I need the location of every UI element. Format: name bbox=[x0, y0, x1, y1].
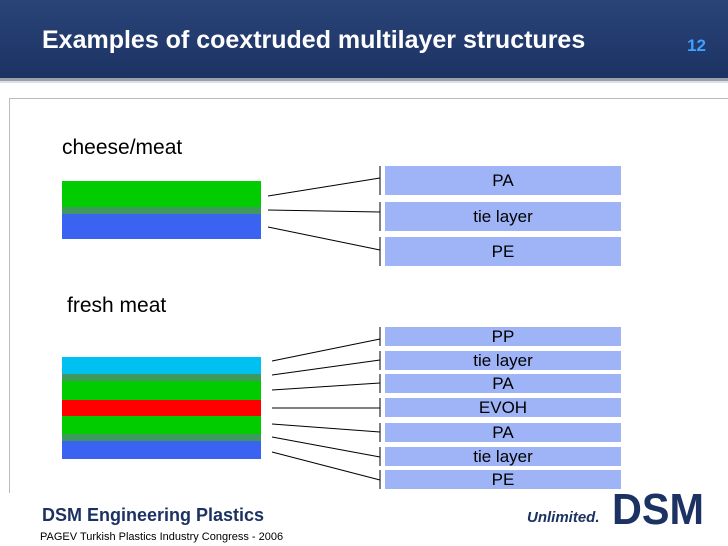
company-name: DSM Engineering Plastics bbox=[42, 505, 265, 525]
slide-title: Examples of coextruded multilayer struct… bbox=[42, 26, 586, 54]
layer-label-pa: PA bbox=[385, 166, 621, 195]
film-layer-pe bbox=[62, 441, 261, 459]
leader-line bbox=[271, 359, 381, 376]
layer-label-evoh: EVOH bbox=[385, 398, 621, 417]
leader-line bbox=[271, 451, 381, 481]
leader-line bbox=[271, 423, 381, 433]
layer-label-pe: PE bbox=[385, 470, 621, 489]
header-divider bbox=[0, 78, 728, 81]
section-label-fresh-meat: fresh meat bbox=[67, 294, 167, 317]
layer-label-tie: tie layer bbox=[385, 202, 621, 231]
leader-line bbox=[267, 226, 381, 251]
event-caption: PAGEV Turkish Plastics Industry Congress… bbox=[40, 531, 284, 543]
leader-line bbox=[271, 338, 381, 362]
film-layer-pa bbox=[62, 416, 261, 434]
film-layer-pa bbox=[62, 181, 261, 207]
brand-tagline: Unlimited. bbox=[527, 509, 600, 526]
layer-label-pp: PP bbox=[385, 327, 621, 346]
leader-line bbox=[271, 436, 381, 458]
layer-label-tie: tie layer bbox=[385, 447, 621, 466]
layer-label-tie: tie layer bbox=[385, 351, 621, 370]
film-layer-tie bbox=[62, 434, 261, 441]
film-layer-tie bbox=[62, 207, 261, 214]
slide-number: 12 bbox=[687, 36, 706, 55]
dsm-logo: DSM bbox=[611, 485, 705, 534]
film-layer-pa bbox=[62, 381, 261, 400]
leader-line bbox=[267, 177, 381, 197]
layer-label-pa: PA bbox=[385, 423, 621, 442]
content-frame bbox=[9, 98, 728, 493]
film-layer-pp bbox=[62, 357, 261, 374]
leader-line bbox=[271, 382, 381, 391]
section-label-cheese-meat: cheese/meat bbox=[62, 136, 183, 159]
logo-text: DSM bbox=[612, 487, 704, 527]
layer-label-pa: PA bbox=[385, 374, 621, 393]
layer-label-pe: PE bbox=[385, 237, 621, 266]
film-layer-tie bbox=[62, 374, 261, 381]
leader-line bbox=[267, 209, 381, 213]
film-layer-pe bbox=[62, 214, 261, 239]
slide-header: Examples of coextruded multilayer struct… bbox=[0, 0, 728, 78]
film-layer-evoh bbox=[62, 400, 261, 416]
header-divider-light bbox=[0, 81, 728, 83]
